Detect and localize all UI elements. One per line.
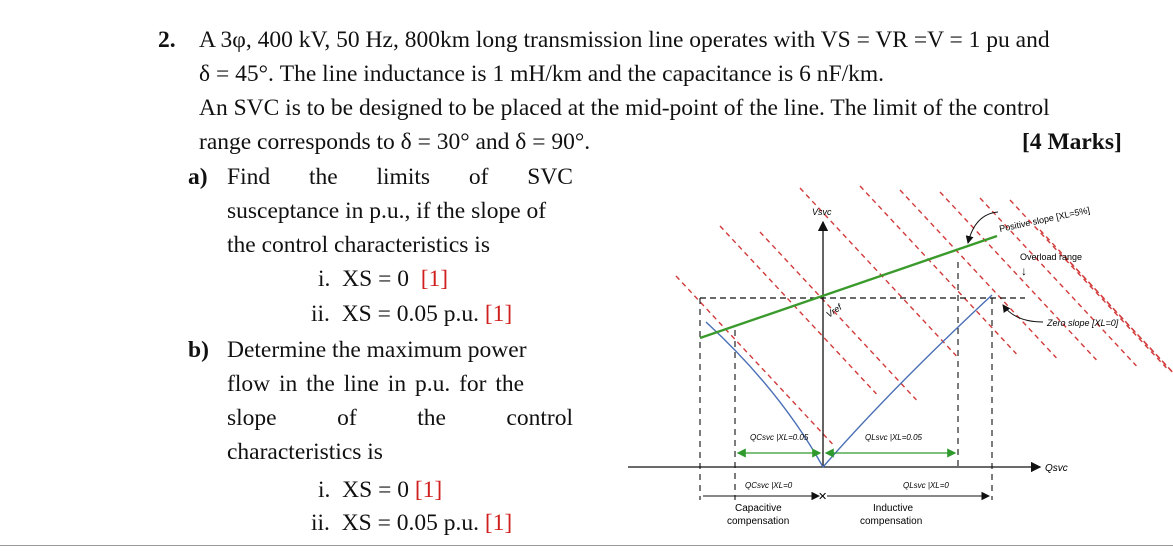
- bottom-rule: [0, 545, 1173, 546]
- hatch-line: [675, 275, 833, 445]
- hatch-line: [899, 189, 1057, 359]
- hatch-line: [1069, 261, 1173, 374]
- part-b-label: b): [188, 337, 209, 363]
- q-cap-0-label: QCsvc |XL=0: [745, 481, 793, 490]
- question-line-3: An SVC is to be designed to be placed at…: [199, 95, 1050, 121]
- q-ind-005-label: QLsvc |XL=0.05: [865, 433, 923, 442]
- part-a-word: Find: [227, 164, 271, 190]
- overload-label: Overload range: [1020, 252, 1082, 262]
- part-b-word: control: [506, 405, 573, 431]
- zero-slope-label: Zero slope [XL=0]: [1046, 318, 1119, 328]
- susceptance-hatch-lines: [675, 185, 1173, 445]
- question-marks: [4 Marks]: [1022, 129, 1122, 155]
- part-b-line-1: Determine the maximum power: [227, 336, 573, 364]
- hatch-line: [799, 187, 957, 357]
- y-axis-label: Vsvc: [812, 207, 832, 217]
- part-a-word: the: [308, 164, 338, 190]
- item-mark: [1]: [414, 477, 443, 503]
- part-b-line-3: slope of the control: [227, 404, 573, 432]
- part-a-word: SVC: [527, 164, 573, 190]
- question-line-2: δ = 45°. The line inductance is 1 mH/km …: [199, 61, 885, 87]
- part-b-text: Determine the maximum power: [227, 337, 527, 363]
- item-label: i.: [318, 266, 331, 292]
- q-cap-005-label: QCsvc |XL=0.05: [750, 433, 809, 442]
- q-ind-0-label: QLsvc |XL=0: [903, 481, 949, 490]
- part-b-word: of: [337, 405, 357, 431]
- item-mark: [1]: [420, 266, 449, 292]
- part-a-line-3: the control characteristics is: [227, 232, 490, 258]
- overload-arrow-icon: ↓: [1021, 264, 1027, 278]
- item-label: i.: [318, 477, 331, 503]
- hatch-line: [859, 185, 1017, 355]
- positive-slope-pointer: [965, 211, 999, 244]
- item-label: ii.: [311, 510, 330, 536]
- item-mark: [1]: [484, 301, 513, 327]
- hatch-line: [759, 231, 917, 401]
- svc-characteristic-figure: ✕ Vsvc Qsvc Vref Positive slope [XL=5%] …: [628, 185, 1173, 527]
- capacitive-label-2: compensation: [727, 516, 789, 527]
- vref-label: Vref: [824, 301, 844, 319]
- question-line-4: range corresponds to δ = 30° and δ = 90°…: [199, 129, 591, 155]
- inductive-label-2: compensation: [860, 516, 922, 527]
- positive-slope-label: Positive slope [XL=5%]: [998, 205, 1090, 234]
- part-a-line-2: susceptance in p.u., if the slope of: [227, 198, 547, 224]
- item-mark: [1]: [484, 510, 513, 536]
- hatch-line: [979, 197, 1137, 367]
- part-b-word: the: [417, 405, 446, 431]
- part-a-item-ii: ii. XS = 0.05 p.u. [1]: [311, 300, 512, 328]
- part-b-line-2: flow in the line in p.u. for the: [227, 371, 525, 397]
- x-axis-label: Qsvc: [1045, 463, 1068, 474]
- item-text: XS = 0.05 p.u.: [341, 301, 479, 327]
- cross-mark: ✕: [818, 491, 827, 503]
- part-a-word: of: [468, 164, 489, 190]
- question-line-1: A 3φ, 400 kV, 50 Hz, 800km long transmis…: [199, 27, 1050, 53]
- hatch-line: [939, 191, 1097, 361]
- inductive-label-1: Inductive: [873, 503, 913, 514]
- part-a-word: limits: [376, 164, 431, 190]
- hatch-line: [719, 225, 877, 395]
- item-label: ii.: [311, 301, 330, 327]
- part-b-item-ii: ii. XS = 0.05 p.u. [1]: [311, 509, 512, 537]
- item-text: XS = 0.05 p.u.: [341, 510, 479, 536]
- part-a-item-i: i. XS = 0 [1]: [318, 265, 448, 293]
- zero-slope-pointer: [1002, 304, 1044, 323]
- capacitive-label-1: Capacitive: [735, 503, 782, 514]
- part-b-item-i: i. XS = 0 [1]: [318, 476, 442, 504]
- item-text: XS = 0: [342, 266, 409, 292]
- part-b-word: slope: [227, 405, 277, 431]
- positive-slope-line: [699, 234, 998, 340]
- part-a-line-1: Find the limits of SVC: [227, 163, 573, 191]
- part-b-line-4: characteristics is: [227, 439, 383, 465]
- question-number: 2.: [158, 27, 176, 53]
- part-a-label: a): [188, 164, 208, 190]
- limit-lines: [699, 262, 993, 500]
- item-text: XS = 0: [342, 477, 409, 503]
- hatch-line: [1009, 199, 1167, 369]
